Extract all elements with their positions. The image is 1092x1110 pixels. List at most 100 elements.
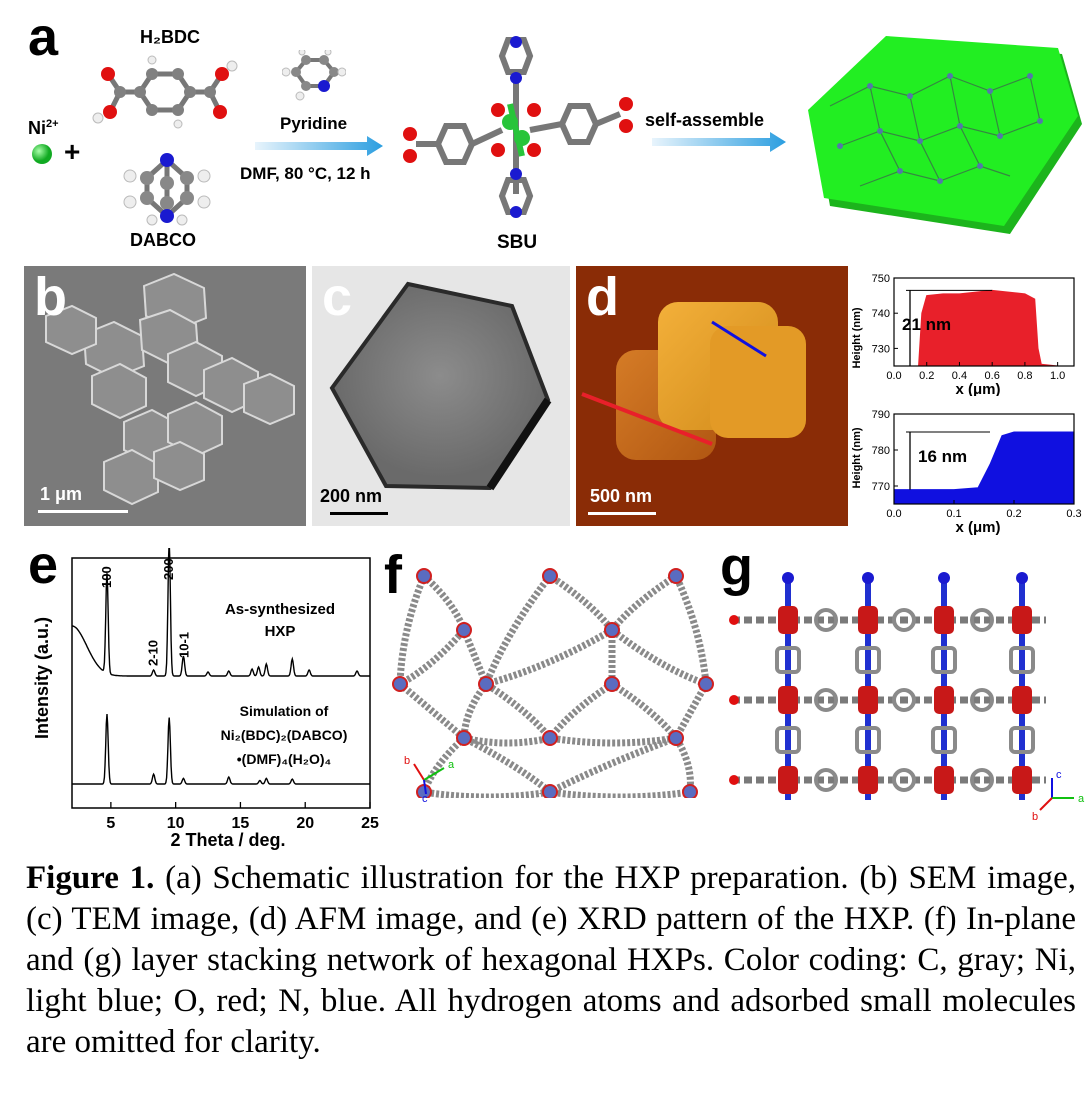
ni-label: Ni2+ [28,118,59,139]
figure-label: Figure 1. [26,860,155,896]
scale-bar-b [38,510,128,513]
network-node [456,730,472,746]
axis-g-c: c [1056,769,1062,781]
network-node [682,784,698,798]
panel-c-tem-image: c 200 nm [312,266,570,526]
stack-dabco [855,726,881,754]
stack-ring [970,768,994,792]
afm-flakes [581,302,806,460]
stack-ring [814,768,838,792]
axis-g-b: b [1032,811,1038,822]
sem-hexagons [45,272,295,506]
dabco-molecule-icon [123,153,211,226]
xrd-series-1 [72,713,370,785]
xrd-xlabel: 2 Theta / deg. [170,830,285,850]
xrd-legend-line-4: Ni₂(BDC)₂(DABCO) [221,727,348,743]
profile1-ytick-label: 770 [872,481,890,493]
panel-b-sem-image: b 1 μm [24,266,306,526]
xrd-ylabel: Intensity (a.u.) [32,617,52,739]
ni-charge: 2+ [46,118,59,130]
ni-atom-icon [32,144,52,164]
axis-f-b: b [404,755,410,767]
network-node [698,676,714,692]
panel-d-afm-image: d 500 nm [576,266,848,526]
xrd-frame [71,557,371,809]
stack-dabco [775,726,801,754]
stack-dabco [1009,726,1035,754]
stack-end-atom [729,775,739,785]
profile0-xtick-label: 0.0 [886,370,901,382]
network-ring [460,681,557,747]
xrd-legend-line-3: Simulation of [240,703,329,719]
xrd-peak-label: 200 [161,558,176,580]
profile0-xtick-label: 1.0 [1050,370,1065,382]
profile0-xtick-label: 0.8 [1017,370,1032,382]
dabco-label: DABCO [130,230,196,250]
profile1-frame [893,413,1075,505]
network-node [416,568,432,584]
xrd-peak-label: 100 [99,566,114,588]
scale-bar-c [330,512,388,515]
stack-metal-node [934,686,954,714]
profile1-ylabel: Height (nm) [851,427,863,488]
stack-dabco [1009,646,1035,674]
conditions-label: DMF, 80 °C, 12 h [240,164,371,183]
stack-ring [814,688,838,712]
profile0-ytick-label: 740 [872,308,890,320]
network-node [542,730,558,746]
profile0-xtick-label: 0.2 [919,370,934,382]
xrd-xtick-label: 5 [106,815,115,832]
caption-text: (a) Schematic illustration for the HXP p… [26,860,1076,1060]
xrd-xtick-label: 10 [167,815,185,832]
panel-letter-d: d [586,267,619,327]
profile0-ylabel: Height (nm) [851,307,863,368]
stack-metal-node [934,606,954,634]
stack-metal-node [858,606,878,634]
tem-hexagon [329,281,552,491]
stack-top-atom [782,572,794,584]
xrd-peak-label: 10-1 [177,632,192,658]
scale-label-c: 200 nm [320,486,383,506]
network-ring [543,681,683,747]
network-node [542,568,558,584]
xrd-series-0 [72,548,370,677]
stack-dabco [775,646,801,674]
arrow-2-icon [652,132,786,152]
profile0-xlabel: x (μm) [955,381,1000,396]
profile0-frame [893,277,1075,367]
axes-f-icon: b a c [404,755,455,802]
plus-sign: + [64,136,81,167]
profile1-xtick-label: 0.3 [1066,508,1081,520]
panel-letter-e: e [28,535,59,595]
profile0-xtick-label: 0.4 [952,370,967,382]
network-node [604,676,620,692]
stack-end-atom [729,615,739,625]
profile0-annotation: 21 nm [902,315,951,334]
scale-label-d: 500 nm [590,486,653,506]
profile1-area [893,431,1075,505]
network-node [668,568,684,584]
stack-ring [970,608,994,632]
in-plane-network-image [392,568,714,798]
profile1-xtick-label: 0.2 [1006,508,1021,520]
stack-metal-node [778,766,798,794]
network-node [392,676,408,692]
panel-letter-c: c [322,267,353,327]
xrd-xtick-label: 15 [232,815,250,832]
panel-letter-g: g [720,537,753,597]
hxp-sheet-icon [808,36,1082,234]
profile1-xlabel: x (μm) [955,519,1000,536]
xrd-legend-line-1: As-synthesized [225,601,335,618]
sbu-label: SBU [497,232,538,253]
stack-metal-node [1012,686,1032,714]
stack-top-atom [862,572,874,584]
stack-top-atom [1016,572,1028,584]
profile1-ytick-label: 790 [872,409,890,421]
stack-ring [892,608,916,632]
figure-caption: Figure 1. (a) Schematic illustration for… [26,858,1076,1063]
xrd-peak-label: 2-10 [146,640,161,666]
scale-bar-d [588,512,656,515]
network-ring [538,734,694,798]
